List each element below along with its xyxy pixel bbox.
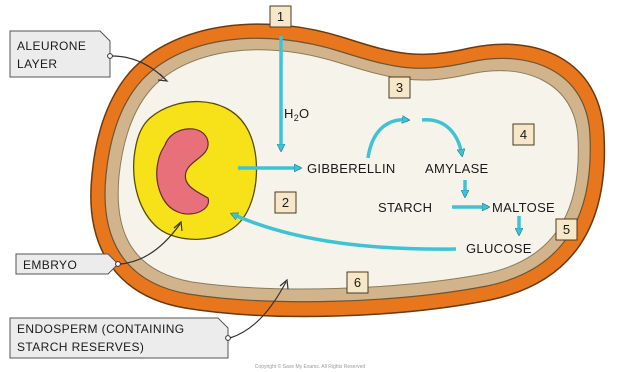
step-box-1: 1 [270, 6, 291, 27]
step-box-3: 3 [389, 77, 410, 98]
step-box-5: 5 [556, 219, 577, 240]
step-box-4: 4 [513, 124, 534, 145]
svg-text:2: 2 [282, 195, 289, 210]
svg-text:EMBRYO: EMBRYO [23, 258, 77, 272]
step-box-6: 6 [347, 272, 368, 293]
svg-text:3: 3 [396, 80, 403, 95]
svg-text:1: 1 [277, 9, 284, 24]
step-box-2: 2 [275, 192, 296, 213]
copyright-text: Copyright © Save My Exams. All Rights Re… [255, 363, 366, 370]
svg-text:5: 5 [563, 222, 570, 237]
svg-text:ALEURONE: ALEURONE [17, 39, 86, 53]
svg-text:STARCH RESERVES): STARCH RESERVES) [17, 340, 144, 354]
maltose-label: MALTOSE [492, 200, 555, 215]
svg-text:4: 4 [520, 127, 527, 142]
starch-label: STARCH [378, 200, 432, 215]
glucose-label: GLUCOSE [466, 241, 532, 256]
svg-text:LAYER: LAYER [17, 57, 57, 71]
embryo-body [134, 102, 257, 240]
amylase-label: AMYLASE [425, 161, 489, 176]
svg-text:6: 6 [354, 275, 361, 290]
svg-text:ENDOSPERM (CONTAINING: ENDOSPERM (CONTAINING [17, 322, 185, 336]
gibberellin-label: GIBBERELLIN [307, 161, 396, 176]
